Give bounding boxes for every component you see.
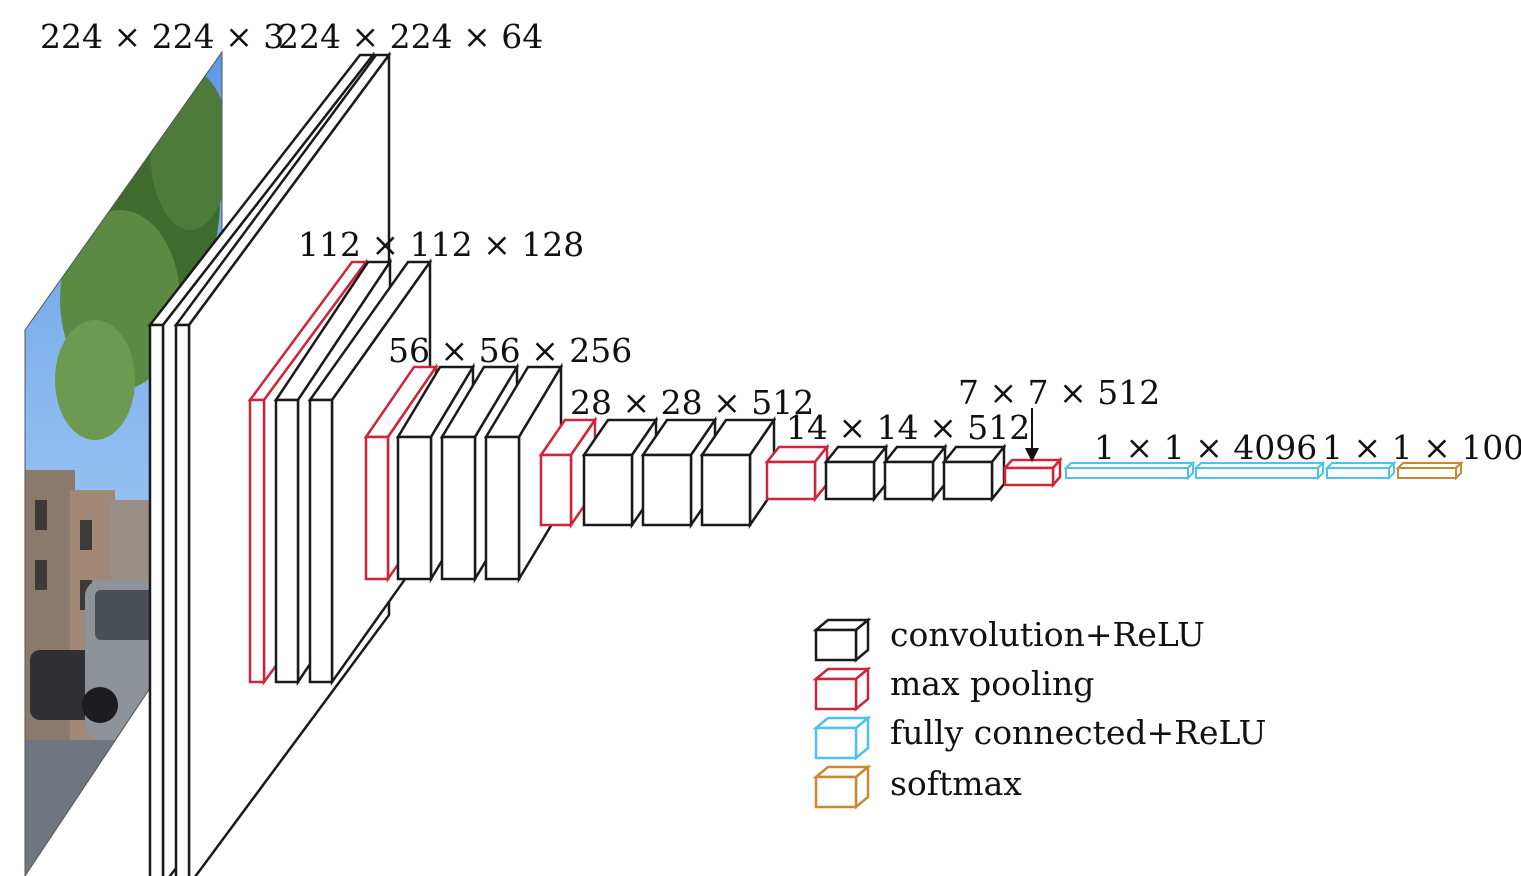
layer-blocks	[147, 51, 1464, 876]
legend-label-fully-connected: fully connected+ReLU	[890, 713, 1266, 752]
block5-size-label: 14 × 14 × 512	[786, 408, 1030, 447]
legend-fc-box	[812, 715, 872, 761]
legend: convolution+ReLU max pooling fully conne…	[812, 615, 1266, 810]
legend-label-max-pooling: max pooling	[890, 664, 1094, 703]
block1-size-label: 224 × 224 × 64	[278, 17, 543, 56]
pool4-block	[764, 443, 830, 503]
pool5-block	[1002, 456, 1063, 489]
legend-pool-box	[812, 666, 872, 712]
pooling-arrow	[1025, 408, 1039, 462]
conv4-3-block	[699, 415, 777, 530]
fc7-block	[1193, 460, 1326, 481]
conv5-3-block	[941, 443, 1007, 503]
input-size-label: 224 × 224 × 3	[40, 17, 284, 56]
legend-label-softmax: softmax	[890, 764, 1022, 803]
output-size-label: 1 × 1 × 1000	[1322, 428, 1521, 467]
block4-size-label: 28 × 28 × 512	[570, 383, 814, 422]
conv5-2-block	[882, 443, 948, 503]
legend-label-convolution: convolution+ReLU	[890, 615, 1205, 654]
block3-size-label: 56 × 56 × 256	[388, 331, 632, 370]
legend-softmax-box	[812, 764, 872, 810]
fc-size-label: 1 × 1 × 4096	[1094, 428, 1317, 467]
fc6-block	[1063, 460, 1196, 481]
fc8-block	[1324, 460, 1397, 481]
legend-conv-box	[812, 617, 872, 663]
pool5-size-label: 7 × 7 × 512	[958, 373, 1160, 412]
conv5-1-block	[823, 443, 889, 503]
softmax-block	[1395, 460, 1464, 481]
block2-size-label: 112 × 112 × 128	[298, 225, 584, 264]
